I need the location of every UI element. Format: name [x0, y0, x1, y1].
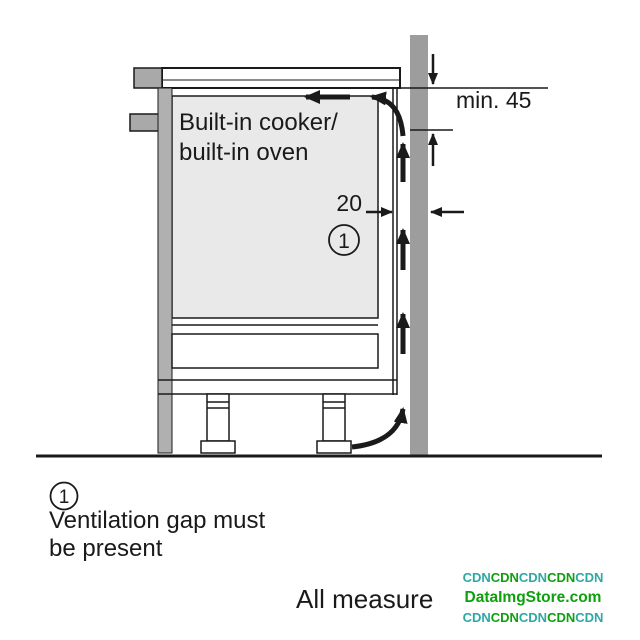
callout-marker: 1 — [328, 224, 360, 256]
wall — [410, 35, 428, 455]
appliance-label-line2: built-in oven — [179, 139, 308, 166]
callout-circle — [328, 224, 360, 256]
leg-left — [200, 393, 236, 454]
watermark-row-top: CDNCDNCDNCDNCDN — [452, 568, 614, 588]
legend-callout-number: 1 — [59, 487, 70, 508]
legend-callout-circle — [49, 481, 79, 511]
legend: 1 Ventilation gap must be present — [49, 481, 265, 562]
cabinet-side-panel — [157, 87, 173, 454]
watermark: CDNCDNCDNCDNCDN DataImgStore.com CDNCDNC… — [452, 568, 614, 628]
min-distance-label: min. 45 — [456, 87, 531, 113]
watermark-brand: DataImgStore.com — [464, 589, 602, 606]
airflow-arrows — [304, 90, 410, 450]
dimension-min45: min. 45 — [397, 54, 548, 166]
gap-width-label: 20 — [336, 190, 362, 216]
leg-right — [316, 393, 352, 454]
callout-number: 1 — [338, 230, 350, 253]
side-fixture — [129, 113, 160, 132]
cabinet-base — [158, 379, 397, 395]
airflow-arrow-curve-top — [370, 91, 406, 137]
appliance-label-line1: Built-in cooker/ — [179, 109, 338, 136]
dimension-gap20: 20 — [336, 190, 464, 217]
watermark-segment: CDN — [462, 610, 491, 625]
watermark-segment: CDN — [518, 610, 548, 625]
legend-text-line2: be present — [49, 535, 163, 562]
countertop — [161, 67, 401, 89]
watermark-segment: CDN — [575, 610, 604, 625]
watermark-segment: CDN — [490, 610, 519, 625]
watermark-segment: CDN — [518, 570, 548, 585]
watermark-segment: CDN — [547, 570, 576, 585]
watermark-row-bottom: CDNCDNCDNCDNCDN — [452, 608, 614, 628]
footer-note: All measure — [296, 584, 433, 614]
cabinet-back-panel — [392, 88, 398, 395]
hob-left-block — [133, 67, 163, 89]
airflow-arrow-curve-bottom — [351, 407, 408, 450]
watermark-segment: CDN — [547, 610, 576, 625]
watermark-segment: CDN — [575, 570, 604, 585]
drawer-front — [171, 333, 379, 369]
oven-cavity — [171, 95, 379, 319]
watermark-segment: CDN — [462, 570, 491, 585]
legend-text-line1: Ventilation gap must — [49, 507, 265, 534]
watermark-segment: CDN — [490, 570, 519, 585]
